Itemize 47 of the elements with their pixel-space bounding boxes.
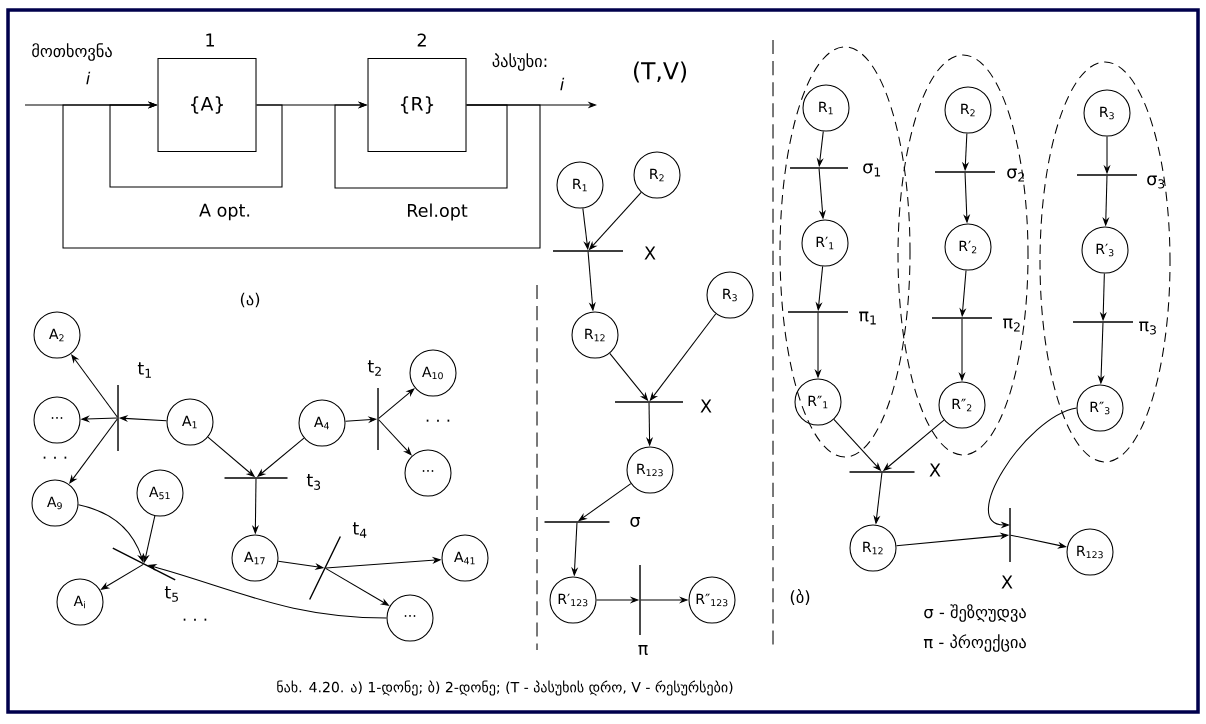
text-label: მოთხოვნა <box>32 43 112 61</box>
text-label: i <box>560 77 565 91</box>
arrow <box>378 388 415 419</box>
arrow <box>109 101 283 188</box>
text-label: σ - შეზღუდვა <box>924 604 1026 622</box>
text-label: (ა) <box>240 292 260 308</box>
symbol-label: σ$_{1}$ <box>863 163 881 177</box>
block-box: {A} <box>157 57 257 152</box>
group-outline <box>779 46 911 458</box>
symbol-label: X <box>1001 575 1013 589</box>
text-label: (T,V) <box>634 61 687 83</box>
symbol-label: X <box>929 463 941 477</box>
text-label: i <box>86 71 91 85</box>
arrow <box>334 101 508 189</box>
text-label: · · · <box>43 456 67 459</box>
symbol-label: 2 <box>417 33 426 47</box>
text-label: (ბ) <box>790 589 810 605</box>
text-label: π - პროექცია <box>923 634 1026 652</box>
symbol-label: t$_{3}$ <box>306 474 321 490</box>
transition-bar <box>308 535 342 601</box>
symbol-label: X <box>644 246 656 260</box>
symbol-label: t$_{5}$ <box>164 586 178 602</box>
symbol-label: t$_{1}$ <box>137 362 151 378</box>
group-outline <box>897 54 1029 456</box>
symbol-label: t$_{2}$ <box>367 360 381 376</box>
symbol-label: π$_{1}$ <box>859 311 876 325</box>
arrow <box>77 504 144 563</box>
caption: ნახ. 4.20. ა) 1-დონე; ბ) 2-დონე; (T - პასუხის დრო, V - რესურსები) <box>277 680 733 696</box>
symbol-label: π <box>638 645 648 655</box>
arrow <box>1010 534 1067 549</box>
group-outline <box>1039 61 1171 463</box>
text-label: პასუხი: <box>492 53 547 71</box>
symbol-label: π$_{3}$ <box>1139 321 1156 335</box>
symbol-label: σ$_{2}$ <box>1007 168 1024 182</box>
symbol-label: X <box>700 399 712 413</box>
symbol-label: σ <box>630 517 641 527</box>
arrow <box>62 101 541 249</box>
block-box: {R} <box>367 57 467 152</box>
symbol-label: 1 <box>206 33 214 47</box>
transition-bar <box>112 547 176 581</box>
text-label: · · · <box>426 419 450 422</box>
text-label: · · · <box>183 618 207 621</box>
symbol-label: σ$_{3}$ <box>1147 175 1165 189</box>
symbol-label: π$_{2}$ <box>1003 318 1020 332</box>
edge-label: A opt. <box>197 202 253 222</box>
edge-label: Rel.opt <box>405 202 469 222</box>
symbol-label: t$_{4}$ <box>352 522 367 538</box>
